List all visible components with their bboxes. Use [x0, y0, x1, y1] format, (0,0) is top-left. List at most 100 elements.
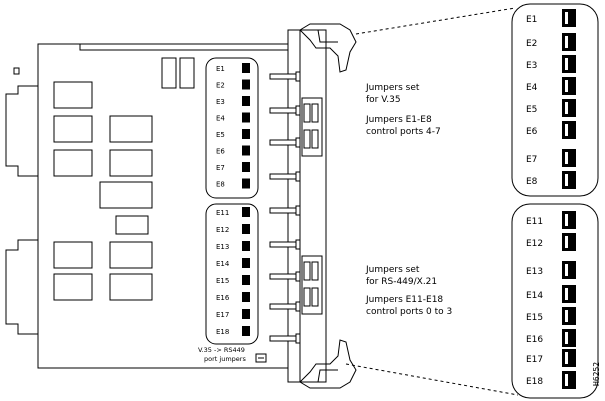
large-jumper-label: E11: [526, 217, 543, 227]
upper-text-line3: Jumpers E1-E8: [365, 115, 432, 125]
lower-callout-text: Jumpers set for RS-449/X.21 Jumpers E11-…: [365, 265, 452, 317]
small-jumper-label: E15: [216, 277, 229, 285]
small-jumper-block: [242, 79, 250, 90]
large-jumper-block: [562, 307, 576, 325]
small-jumper-block: [242, 112, 250, 123]
small-jumper-label: E1: [216, 65, 225, 73]
faceplate-pin-head: [295, 105, 301, 116]
lower-text-line4: control ports 0 to 3: [366, 307, 452, 317]
port-jumpers-line1: V.35 -> RS449: [198, 346, 245, 354]
large-jumper-pin: [565, 174, 568, 186]
large-jumper-label: E2: [526, 39, 537, 49]
large-jumper-label: E15: [526, 313, 543, 323]
large-jumper-block: [562, 149, 576, 167]
small-jumper-block: [242, 178, 250, 189]
large-jumper-block: [562, 99, 576, 117]
faceplate-pins: [269, 71, 301, 344]
large-jumper-pin: [565, 288, 568, 300]
large-jumper-pin: [565, 58, 568, 70]
small-jumper-label: E14: [216, 260, 230, 268]
large-jumper-block: [562, 9, 576, 27]
large-jumper-block: [562, 233, 576, 251]
small-jumper-label: E16: [216, 294, 230, 302]
large-jumper-pin: [565, 12, 568, 24]
small-jumper-block: [242, 292, 250, 302]
upper-callout-text: Jumpers set for V.35 Jumpers E1-E8 contr…: [365, 83, 441, 137]
large-jumper-pin: [565, 374, 568, 386]
small-jumper-label: E8: [216, 181, 225, 189]
large-jumper-label: E18: [526, 377, 543, 387]
small-jumper-label: E4: [216, 115, 225, 123]
small-jumper-block: [242, 258, 250, 268]
large-jumper-label: E1: [526, 15, 537, 25]
faceplate-pin-head: [295, 271, 301, 282]
large-jumper-pin: [565, 214, 568, 226]
large-jumper-pin: [565, 80, 568, 92]
large-jumper-label: E5: [526, 105, 537, 115]
small-jumper-block: [242, 207, 250, 217]
large-jumper-label: E12: [526, 239, 543, 249]
large-jumper-label: E6: [526, 127, 538, 137]
large-jumper-block: [562, 349, 576, 367]
large-jumper-block: [562, 121, 576, 139]
large-jumper-block: [562, 55, 576, 73]
callout-leader-lines: [345, 7, 519, 396]
large-jumper-pin: [565, 236, 568, 248]
large-jumper-block: [562, 33, 576, 51]
port-jumpers-line2: port jumpers: [204, 355, 246, 363]
large-jumper-pin: [565, 124, 568, 136]
small-jumper-block: [242, 326, 250, 336]
faceplate-pin-head: [295, 239, 301, 250]
large-jumper-label: E8: [526, 177, 538, 187]
small-jumper-label: E2: [216, 82, 225, 90]
large-jumper-pin: [565, 332, 568, 344]
figure-id: H6252: [592, 362, 601, 386]
small-jumper-label: E3: [216, 98, 225, 106]
small-jumper-block: [242, 96, 250, 106]
large-jumper-block: [562, 211, 576, 229]
small-jumper-label: E5: [216, 131, 225, 139]
small-jumper-block: [242, 145, 250, 156]
small-jumper-block: [242, 275, 250, 285]
small-jumper-label: E7: [216, 164, 225, 172]
large-jumper-pin: [565, 102, 568, 114]
small-jumper-label: E17: [216, 311, 229, 319]
upper-text-line1: Jumpers set: [365, 83, 420, 93]
large-jumper-label: E3: [526, 61, 537, 71]
small-jumper-block: [242, 309, 250, 319]
small-jumper-block: [242, 162, 250, 172]
lower-text-line1: Jumpers set: [365, 265, 420, 275]
small-jumper-block: [242, 224, 250, 234]
lower-text-line2: for RS-449/X.21: [366, 277, 437, 287]
faceplate-pin-head: [295, 301, 301, 312]
port-jumpers-label: V.35 -> RS449 port jumpers: [198, 346, 267, 363]
small-jumper-label: E12: [216, 226, 229, 234]
large-jumper-label: E13: [526, 267, 543, 277]
upper-text-line4: control ports 4-7: [366, 127, 441, 137]
small-jumper-label: E13: [216, 243, 229, 251]
large-jumper-block: [562, 285, 576, 303]
small-jumper-label: E11: [216, 209, 229, 217]
faceplate-pin-head: [295, 333, 301, 344]
small-jumper-block: [242, 63, 250, 73]
large-jumper-pin: [565, 310, 568, 322]
lower-text-line3: Jumpers E11-E18: [365, 295, 443, 305]
large-jumper-pin: [565, 264, 568, 276]
upper-text-line2: for V.35: [366, 95, 401, 105]
large-jumper-label: E14: [526, 291, 543, 301]
board-chips: [53, 57, 195, 301]
large-jumper-block: [562, 171, 576, 189]
large-jumper-block: [562, 371, 576, 389]
large-jumper-block: [562, 261, 576, 279]
large-jumper-label: E7: [526, 155, 537, 165]
large-jumper-label: E16: [526, 335, 543, 345]
large-jumper-block: [562, 329, 576, 347]
large-jumper-label: E17: [526, 355, 543, 365]
faceplate-pin-head: [295, 205, 301, 216]
